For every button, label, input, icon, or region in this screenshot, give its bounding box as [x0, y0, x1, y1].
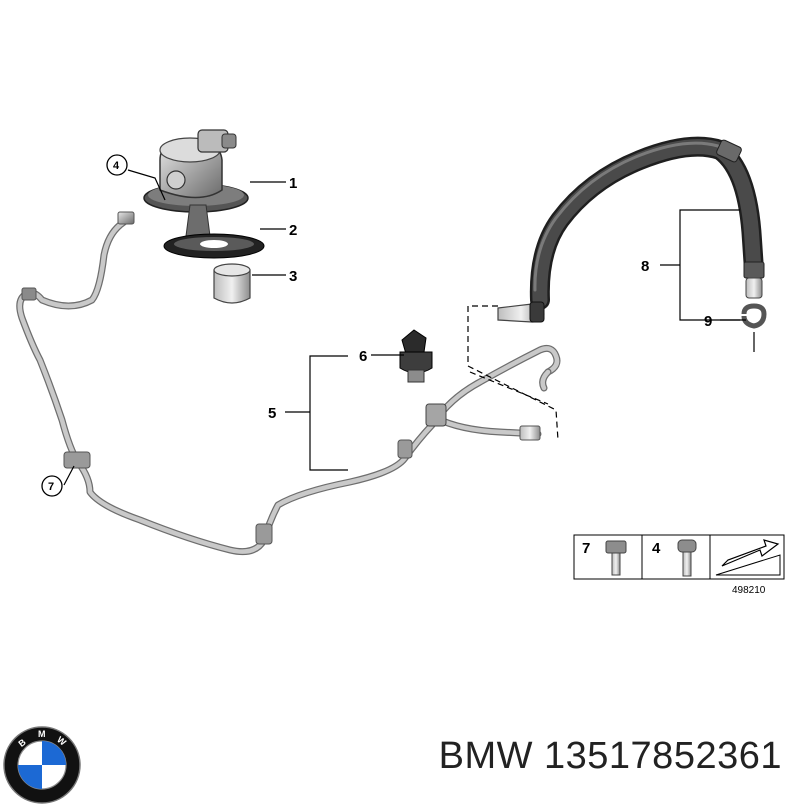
- bmw-logo: B M W: [3, 726, 81, 804]
- callout-6: 6: [359, 348, 367, 365]
- steel-fuel-line: [16, 211, 561, 556]
- pressure-sensor: [399, 329, 433, 383]
- part-number-label: BMW 13517852361: [438, 735, 782, 777]
- callout-3: 3: [289, 268, 297, 285]
- pump-tappet: [213, 263, 251, 304]
- pump-gasket: [163, 233, 265, 259]
- parts-diagram: 1 2 3 4 5 6 7 8 9 7 4 498210: [16, 129, 785, 596]
- legend-item-7: 7: [582, 540, 590, 557]
- callout-7-circle: [41, 475, 63, 497]
- screw-icon: [677, 539, 697, 577]
- direction-arrow-icon: [715, 539, 781, 576]
- callout-1: 1: [289, 175, 297, 192]
- high-pressure-pump: [143, 129, 249, 237]
- svg-text:M: M: [38, 729, 46, 739]
- fuel-hose: [497, 136, 765, 323]
- diagram-reference: 498210: [732, 585, 766, 596]
- callout-4: 4: [113, 160, 120, 172]
- svg-text:B: B: [16, 737, 28, 749]
- footer: B M W BMW 13517852361: [0, 705, 800, 804]
- legend-box: 7 4 498210: [573, 534, 785, 596]
- callout-7: 7: [48, 481, 54, 493]
- bolt-icon: [605, 540, 627, 576]
- callout-8: 8: [641, 258, 649, 275]
- callout-9: 9: [704, 313, 712, 330]
- callout-4-circle: [106, 154, 128, 176]
- callouts: 1 2 3 4 5 6 7 8 9: [41, 154, 712, 497]
- callout-2: 2: [289, 222, 297, 239]
- leader-lines: [63, 169, 755, 486]
- hose-clip: [741, 303, 767, 329]
- callout-5: 5: [268, 405, 276, 422]
- legend-item-4: 4: [652, 540, 661, 557]
